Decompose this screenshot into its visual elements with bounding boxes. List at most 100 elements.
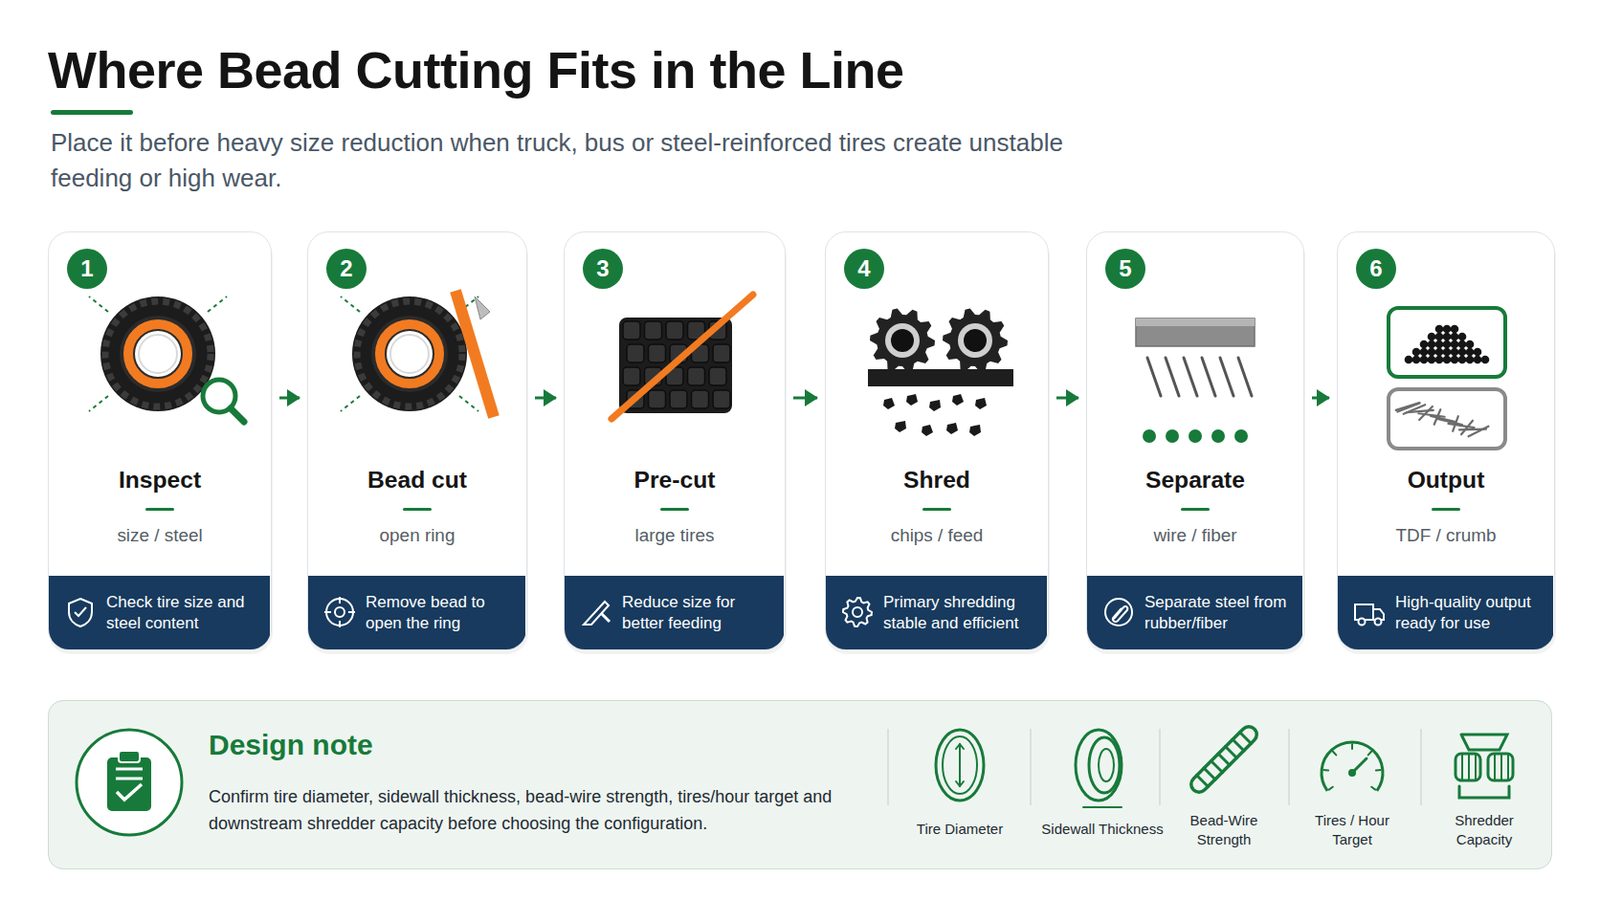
crumb-pellet [1466,348,1475,357]
steel-wire [1238,357,1252,397]
truck-body [1355,604,1384,621]
panel-divider [1029,729,1032,806]
crumb-pellet [1450,340,1460,350]
rubber-chip [946,422,958,435]
crumb-pellet [1404,355,1414,365]
check-icon [74,607,87,617]
arrow-head [955,744,964,750]
gear-icon [843,598,872,627]
step-card: 1Check tire size and steel contentInspec… [47,231,272,651]
band-icon [1353,596,1386,629]
tire-outline [935,730,984,801]
gauge-tick [1333,752,1336,756]
magnet-bar-shine [1135,318,1255,327]
rim-edge [390,334,429,374]
gauge-tick [1351,744,1354,750]
step-number: 1 [66,248,108,289]
step-number: 2 [326,248,367,289]
step-number-text: 6 [1369,256,1382,282]
tread-lug [712,344,731,363]
band-icon [1102,596,1135,629]
badge-ring [76,730,182,836]
crumb-pellet [1443,340,1452,350]
wire-rope [1199,734,1249,785]
steel-wire [1201,357,1216,397]
crumb-pellet [1443,333,1452,342]
label-slot: Tire Diameter [892,820,1027,840]
crumb-pellet [1473,355,1483,365]
wire-twist [1240,733,1252,745]
rubber-chip [906,394,918,406]
diameter-arrow [958,744,961,787]
tread-lug [688,367,706,386]
gauge-tick [1376,769,1381,773]
step-card: 6High-quality output ready for useOutput… [1336,231,1556,651]
guide-dash [459,396,479,412]
card-fill [47,231,272,651]
title-underline [50,110,134,115]
step-number-text: 2 [339,256,353,282]
step-description: Separate steel from rubber/fiber [1144,592,1297,635]
rubber-chip [921,424,934,437]
step-description: Primary shredding stable and efficient [883,592,1042,635]
parameter-label: Tires / Hour Target [1304,811,1400,850]
step-subtitle: TDF / crumb [1337,523,1555,549]
step-heading: Bead cut [308,464,527,497]
heading-rule [1180,508,1210,512]
gear [869,308,935,373]
hopper [1461,734,1508,751]
crumb-pellet [1450,355,1460,365]
card-fill [307,231,528,651]
steel-wire [1220,357,1234,397]
step-subtitle: large tires [564,523,785,549]
step-subtitle: wire / fiber [1087,523,1304,549]
card-fill [563,231,786,651]
title-slot: Where Bead Cutting Fits in the Line [47,38,1197,102]
panel-fill [47,700,1553,870]
parameter-label: Tire Diameter [892,820,1027,840]
step-number-text: 3 [596,256,609,282]
heading-rule [145,508,175,512]
tire-face [1088,737,1120,794]
step-subtitle: chips / feed [825,523,1048,549]
crumb-pellet [1420,340,1429,350]
tread-lug [648,390,667,409]
panel-divider [1158,729,1161,806]
crumb-pellet [1435,340,1445,350]
base [1459,786,1510,799]
flow-arrow [279,397,300,400]
guide-dash [207,296,227,312]
knife-blade [583,601,609,625]
gear-hub [957,323,993,358]
tread-lug [691,390,710,409]
cutter-ring [1507,754,1510,781]
crumb-pellet [1458,348,1467,357]
step-heading: Separate [1087,464,1304,497]
rubber-chip [894,421,907,433]
gear-bore [890,329,914,353]
crumb-pellet [1473,348,1483,357]
rubber-chip [975,398,987,410]
crumb-pellet [1443,325,1452,334]
tread-lug [626,344,645,363]
step-description: Remove bead to open the ring [365,592,520,635]
step-description-band: Primary shredding stable and efficient [825,576,1047,650]
clipboard-line [115,777,143,781]
step-subtitle: size / steel [48,523,271,549]
wire-box [1388,389,1506,449]
tire-tread [105,301,211,407]
gear-icon-hub [852,607,863,618]
steel-wire [1147,357,1161,397]
step-description: High-quality output ready for use [1395,592,1548,635]
rim-hole [134,331,181,378]
design-note-badge [76,730,182,836]
tread-lug [666,321,684,340]
label-slot: Shredder Capacity [1436,811,1533,850]
cutter-ring [1461,754,1464,781]
steel-wire [1165,357,1179,397]
step-illustration [1135,318,1255,444]
note-heading: Design note [208,728,1552,763]
tire-sidewall [119,315,197,393]
wire-twist [1197,776,1209,788]
